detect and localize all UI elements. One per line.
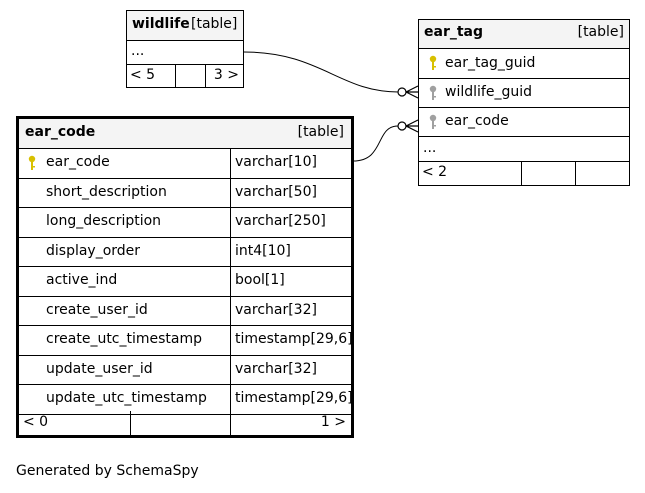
ear-code-column-type-cell: varchar[50] xyxy=(230,178,351,207)
ear-code-column-name-cell: short_description xyxy=(19,179,230,208)
ear-code-column-name: active_ind xyxy=(46,272,118,288)
ear-code-column-type-cell: varchar[32] xyxy=(230,296,351,325)
edge-wildlife-ear-tag-crowfoot xyxy=(405,85,419,99)
ear-code-table-name: ear_code xyxy=(25,124,96,140)
edge-ear-code-ear-tag-zero-marker xyxy=(397,121,407,131)
wildlife-parents-count: < 5 xyxy=(130,67,156,83)
wildlife-table-ellipsis: ... xyxy=(131,43,145,59)
ear-code-column-row[interactable]: ear_code varchar[10] xyxy=(19,149,351,179)
wildlife-table[interactable]: wildlife [table] ... < 5 3 > xyxy=(126,10,244,88)
ear-code-column-name-cell: create_utc_timestamp xyxy=(19,326,230,355)
wildlife-table-footer: < 5 3 > xyxy=(127,65,243,87)
ear-tag-table-name: ear_tag xyxy=(424,24,484,40)
ear-code-column-type: timestamp[29,6] xyxy=(235,390,353,406)
generated-by-note: Generated by SchemaSpy xyxy=(16,463,199,479)
ear-code-column-name: ear_code xyxy=(46,154,110,170)
ear-code-column-name: update_user_id xyxy=(46,360,153,377)
ear-code-table-footer: < 0 1 > xyxy=(19,411,351,435)
wildlife-table-ellipsis-row: ... xyxy=(127,41,243,65)
ear-tag-table[interactable]: ear_tag [table] ear_tag_guid wildlife_gu… xyxy=(418,19,630,186)
wildlife-children-count: 3 > xyxy=(213,67,239,83)
ear-code-column-row[interactable]: update_utc_timestamp timestamp[29,6] xyxy=(19,385,353,415)
ear-code-column-row[interactable]: active_ind bool[1] xyxy=(19,267,351,297)
ear-code-column-row[interactable]: short_description varchar[50] xyxy=(19,178,351,208)
ear-code-children-cell[interactable]: 1 > xyxy=(230,411,351,435)
edge-wildlife-ear-tag xyxy=(243,51,399,93)
ear-tag-table-header: ear_tag [table] xyxy=(419,20,629,49)
ear-code-column-type: varchar[250] xyxy=(235,213,326,229)
ear-code-column-name-cell: long_description xyxy=(19,208,230,237)
ear-code-column-row[interactable]: create_utc_timestamp timestamp[29,6] xyxy=(19,326,353,356)
ear-code-column-type: int4[10] xyxy=(235,242,291,259)
ear-code-children-count: 1 > xyxy=(320,414,346,430)
ear-tag-column-name: ear_tag_guid xyxy=(445,55,536,71)
ear-code-column-name: display_order xyxy=(46,242,141,259)
foreign-key-icon xyxy=(429,114,437,129)
ear-code-parents-cell: < 0 xyxy=(19,411,130,435)
ear-code-column-type: varchar[50] xyxy=(235,183,317,200)
wildlife-parents-cell[interactable]: < 5 xyxy=(127,65,175,87)
ear-code-column-name: short_description xyxy=(46,183,167,200)
ear-code-column-type-cell: int4[10] xyxy=(230,237,351,266)
ear-code-column-row[interactable]: create_user_id varchar[32] xyxy=(19,296,351,326)
ear-code-column-type: varchar[32] xyxy=(235,301,317,318)
ear-code-column-name: long_description xyxy=(46,213,162,229)
ear-code-column-type: varchar[10] xyxy=(235,154,317,170)
ear-code-column-name-cell: display_order xyxy=(19,238,230,267)
ear-code-column-name-cell: create_user_id xyxy=(19,297,230,326)
ear-code-parents-count: < 0 xyxy=(23,414,49,430)
edge-ear-code-ear-tag-crowfoot xyxy=(405,119,419,133)
edge-ear-code-ear-tag xyxy=(352,125,399,162)
primary-key-icon xyxy=(429,55,437,70)
ear-code-column-name-cell: active_ind xyxy=(19,267,230,296)
ear-code-table[interactable]: ear_code [table] ear_code varchar[10] shor… xyxy=(16,116,354,438)
ear-tag-ellipsis-row: ... xyxy=(419,137,629,162)
edge-wildlife-ear-tag-zero-marker xyxy=(397,87,407,97)
ear-code-column-type: varchar[32] xyxy=(235,360,317,377)
ear-code-column-type: bool[1] xyxy=(235,272,285,288)
ear-tag-column-name: wildlife_guid xyxy=(445,84,532,100)
ear-code-column-name-cell: ear_code xyxy=(19,149,230,178)
ear-tag-column-row[interactable]: ear_tag_guid xyxy=(419,49,629,79)
wildlife-children-cell[interactable]: 3 > xyxy=(205,65,243,87)
ear-code-column-row[interactable]: long_description varchar[250] xyxy=(19,208,351,238)
primary-key-icon xyxy=(28,155,36,170)
ear-code-column-row[interactable]: update_user_id varchar[32] xyxy=(19,355,351,385)
ear-code-column-name: create_utc_timestamp xyxy=(46,331,203,347)
foreign-key-icon xyxy=(429,85,437,100)
ear-tag-parents-cell[interactable]: < 2 xyxy=(419,162,521,185)
wildlife-table-name: wildlife xyxy=(132,16,190,32)
ear-code-column-name: update_utc_timestamp xyxy=(46,390,207,406)
ear-code-column-name-cell: update_user_id xyxy=(19,356,230,385)
wildlife-table-header: wildlife [table] xyxy=(127,11,243,41)
ear-code-column-type-cell: timestamp[29,6] xyxy=(230,385,353,414)
ear-tag-table-footer: < 2 xyxy=(419,162,629,185)
ear-tag-column-row[interactable]: ear_code xyxy=(419,108,629,137)
ear-code-table-kind: [table] xyxy=(297,124,344,140)
ear-code-column-type: timestamp[29,6] xyxy=(235,331,353,347)
wildlife-blank-cell xyxy=(175,65,205,87)
ear-tag-blank-cell xyxy=(521,162,575,185)
ear-code-column-row[interactable]: display_order int4[10] xyxy=(19,237,351,267)
ear-code-column-type-cell: bool[1] xyxy=(230,267,351,296)
ear-code-column-type-cell: varchar[10] xyxy=(230,149,351,178)
ear-code-column-name-cell: update_utc_timestamp xyxy=(19,385,230,414)
ear-tag-children-cell xyxy=(575,162,629,185)
ear-code-column-type-cell: varchar[250] xyxy=(230,208,351,237)
ear-code-blank-cell xyxy=(130,411,230,435)
ear-code-table-header: ear_code [table] xyxy=(19,119,351,149)
ear-tag-parents-count: < 2 xyxy=(422,164,448,180)
ear-tag-ellipsis: ... xyxy=(423,140,437,156)
ear-tag-table-kind: [table] xyxy=(577,24,624,40)
ear-tag-column-name: ear_code xyxy=(445,113,509,129)
ear-code-column-name: create_user_id xyxy=(46,301,148,318)
ear-code-column-type-cell: timestamp[29,6] xyxy=(230,326,353,355)
wildlife-table-kind: [table] xyxy=(191,16,238,32)
ear-tag-column-row[interactable]: wildlife_guid xyxy=(419,79,629,108)
ear-code-column-type-cell: varchar[32] xyxy=(230,355,351,384)
